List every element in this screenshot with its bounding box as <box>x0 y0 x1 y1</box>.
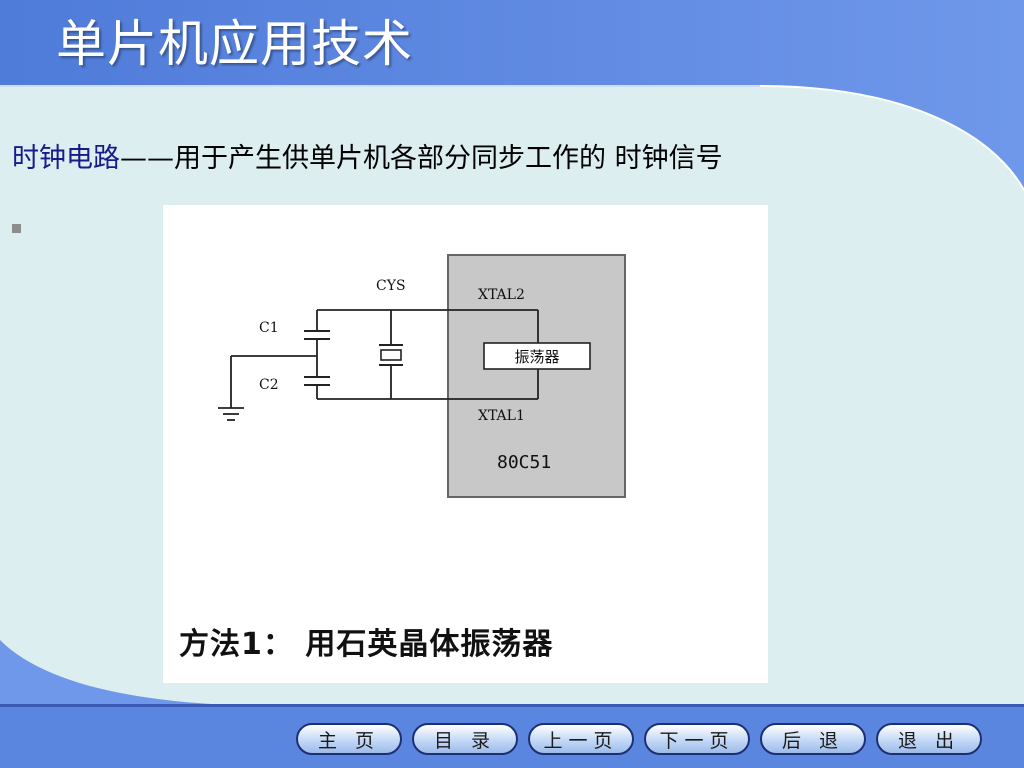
contents-button[interactable]: 目 录 <box>412 723 518 755</box>
next-page-button[interactable]: 下一页 <box>644 723 750 755</box>
subtitle-term: 时钟电路 <box>12 143 120 174</box>
circuit-wires <box>230 309 539 408</box>
label-c2: C2 <box>259 377 279 393</box>
ground-symbol <box>218 407 244 421</box>
label-c1: C1 <box>259 320 279 336</box>
figure-caption: 方法1： 用石英晶体振荡器 <box>179 627 554 662</box>
circuit-figure: 振荡器 CYS C1 C2 XTAL2 XTAL1 80C51 方法1： 用石英… <box>163 205 768 683</box>
oscillator-block <box>483 342 591 370</box>
capacitor-c1 <box>304 330 330 340</box>
previous-page-button[interactable]: 上一页 <box>528 723 634 755</box>
label-oscillator: 振荡器 <box>514 348 559 366</box>
home-button[interactable]: 主 页 <box>296 723 402 755</box>
label-xtal2: XTAL2 <box>478 287 525 303</box>
chip-80c51-body <box>447 254 626 498</box>
slide-title: 单片机应用技术 <box>56 15 413 73</box>
label-cys: CYS <box>376 278 406 294</box>
subtitle-description: ——用于产生供单片机各部分同步工作的 时钟信号 <box>120 143 723 174</box>
exit-button[interactable]: 退 出 <box>876 723 982 755</box>
oscillator-circuit-diagram: 振荡器 CYS C1 C2 XTAL2 XTAL1 80C51 <box>218 254 626 498</box>
slide-subtitle: 时钟电路——用于产生供单片机各部分同步工作的 时钟信号 <box>12 136 723 175</box>
back-button[interactable]: 后 退 <box>760 723 866 755</box>
bullet-marker <box>12 224 21 233</box>
capacitor-c2 <box>304 376 330 386</box>
navigation-bar: 主 页 目 录 上一页 下一页 后 退 退 出 <box>296 723 982 759</box>
label-xtal1: XTAL1 <box>478 408 525 424</box>
label-chip: 80C51 <box>497 452 551 473</box>
crystal-cys <box>379 344 403 366</box>
